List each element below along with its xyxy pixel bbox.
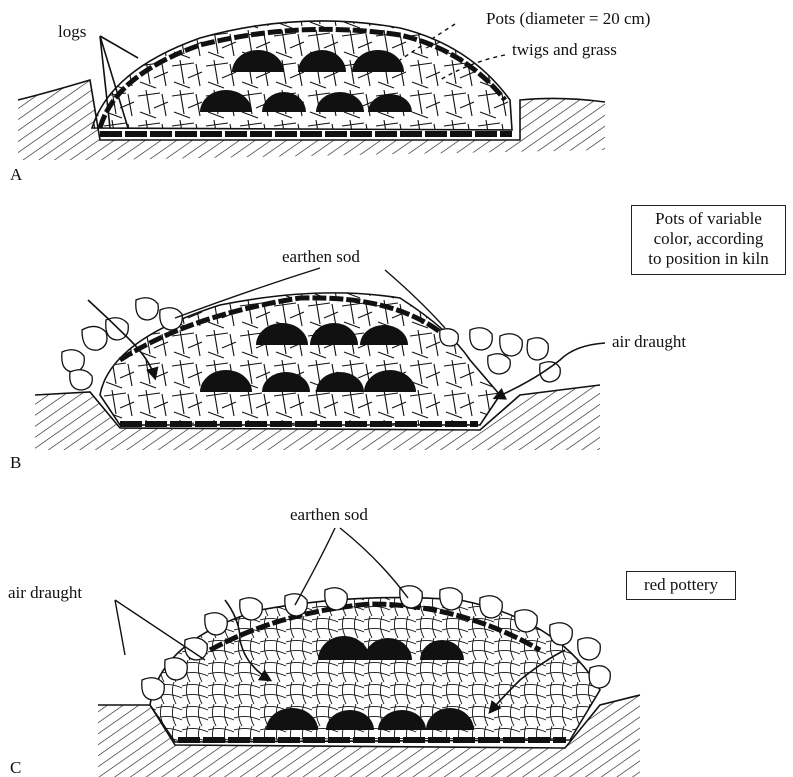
sod-clump (82, 326, 107, 350)
sod-clump (285, 594, 308, 616)
sod-clump (62, 350, 85, 372)
sod-clump (325, 588, 348, 610)
panel-a: logs Pots (diameter = 20 cm) twigs and g… (10, 9, 650, 184)
sod-clump (589, 666, 610, 688)
sod-clump (205, 613, 228, 635)
sod-clump (400, 586, 423, 608)
panel-c: earthen sod air draught C (8, 505, 640, 777)
panel-letter-b: B (10, 453, 21, 472)
sod-clump (515, 610, 538, 632)
panel-b-caption-box: Pots of variable color, according to pos… (631, 205, 786, 275)
sod-clump (500, 334, 523, 356)
panel-b-sod-label: earthen sod (282, 247, 360, 266)
twigs-label: twigs and grass (512, 40, 617, 59)
sod-clump (527, 338, 548, 360)
sod-clump (240, 598, 263, 620)
sod-clump (106, 318, 129, 340)
sod-clump (578, 638, 601, 660)
sod-clump (165, 658, 188, 680)
sod-clump (160, 308, 183, 330)
caption-line: to position in kiln (636, 249, 781, 269)
panel-c-sod-leader-right (340, 528, 408, 598)
sod-clump (440, 329, 459, 346)
sod-clump (142, 678, 165, 700)
panel-c-sod-label: earthen sod (290, 505, 368, 524)
caption-line: color, according (636, 229, 781, 249)
panel-b: earthen sod air draught B (10, 247, 686, 472)
panel-letter-a: A (10, 165, 23, 184)
panel-letter-c: C (10, 758, 21, 777)
sod-clump (70, 370, 93, 390)
sod-clump (480, 596, 503, 618)
sod-clump (470, 328, 493, 350)
pots-label: Pots (diameter = 20 cm) (486, 9, 650, 28)
sod-clump (488, 354, 511, 374)
panel-c-draught-leader (115, 600, 205, 660)
sod-clump (440, 588, 463, 610)
panel-c-draught-label: air draught (8, 583, 82, 602)
panel-b-draught-label: air draught (612, 332, 686, 351)
caption-line: red pottery (631, 575, 731, 595)
panel-c-caption-box: red pottery (626, 571, 736, 600)
caption-line: Pots of variable (636, 209, 781, 229)
sod-clump (136, 298, 159, 320)
sod-clump (550, 623, 573, 645)
logs-label: logs (58, 22, 86, 41)
